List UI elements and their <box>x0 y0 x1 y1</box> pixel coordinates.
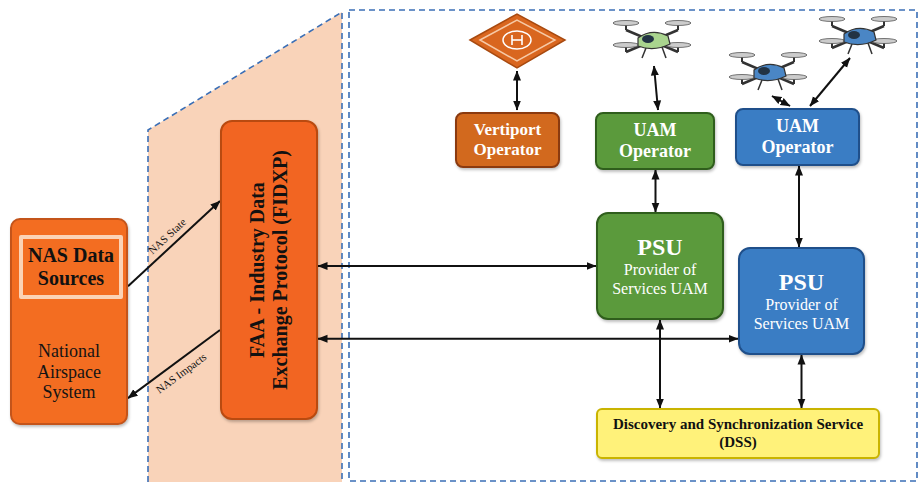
connector-arrow <box>655 170 657 212</box>
operator-box: UAM Operator <box>735 108 860 166</box>
band-outline <box>148 12 342 482</box>
blue-drone-icon <box>729 53 807 91</box>
discovery-service-box: Discovery and Synchronization Service (D… <box>596 408 880 459</box>
text-area: Discovery and Synchronization Service (D… <box>598 410 878 457</box>
text-area: Vertiport Operator <box>457 114 558 166</box>
operator-box: Vertiport Operator <box>455 112 560 168</box>
connector-arrow <box>128 330 220 398</box>
text-area: PSUProvider of Services UAM <box>740 249 863 353</box>
box-title: National Airspace System <box>18 341 120 403</box>
connector-arrow <box>128 201 220 286</box>
vertiport-pad-icon <box>470 14 565 68</box>
operator-box: UAM Operator <box>595 112 715 170</box>
exchange-band <box>148 12 342 482</box>
blue-drone-icon <box>819 17 897 55</box>
link-arrow <box>772 96 790 106</box>
box-body: Provider of Services UAM <box>746 296 857 333</box>
text-area: UAM Operator <box>597 114 713 168</box>
link-arrow <box>810 58 850 106</box>
text-area: UAM Operator <box>737 110 858 164</box>
green-drone-icon <box>613 21 691 59</box>
text-area: PSUProvider of Services UAM <box>598 214 722 318</box>
connector-label: NAS Impacts <box>153 350 208 395</box>
industry-region-outline <box>349 10 917 481</box>
connector-arrow <box>318 338 738 340</box>
connector-arrow <box>318 265 596 267</box>
box-title: PSU <box>779 269 824 297</box>
service-provider-box: PSUProvider of Services UAM <box>596 212 724 320</box>
protocol-box: FAA - Industry Data Exchange Protocol (F… <box>220 120 318 420</box>
box-title: UAM Operator <box>601 120 709 161</box>
connector-arrow <box>801 355 803 408</box>
connector-arrow <box>798 166 800 247</box>
text-area: NAS Data Sources <box>23 239 119 295</box>
text-area: FAA - Industry Data Exchange Protocol (F… <box>222 122 316 418</box>
link-arrow <box>654 66 658 110</box>
box-body: Provider of Services UAM <box>604 261 716 298</box>
connector-arrow <box>659 320 661 408</box>
box-title: PSU <box>637 234 682 262</box>
box-title: NAS Data Sources <box>25 244 117 290</box>
box-title: FAA - Industry Data Exchange Protocol (F… <box>246 144 292 396</box>
box-title: Vertiport Operator <box>461 120 554 159</box>
source-heading-box: NAS Data Sources <box>19 235 123 299</box>
service-provider-box: PSUProvider of Services UAM <box>738 247 865 355</box>
source-box: National Airspace System NAS Data Sources <box>10 218 128 425</box>
box-title: Discovery and Synchronization Service (D… <box>604 416 872 451</box>
link-arrow <box>516 71 518 110</box>
connector-label: NAS State <box>145 215 188 256</box>
box-title: UAM Operator <box>741 116 854 157</box>
